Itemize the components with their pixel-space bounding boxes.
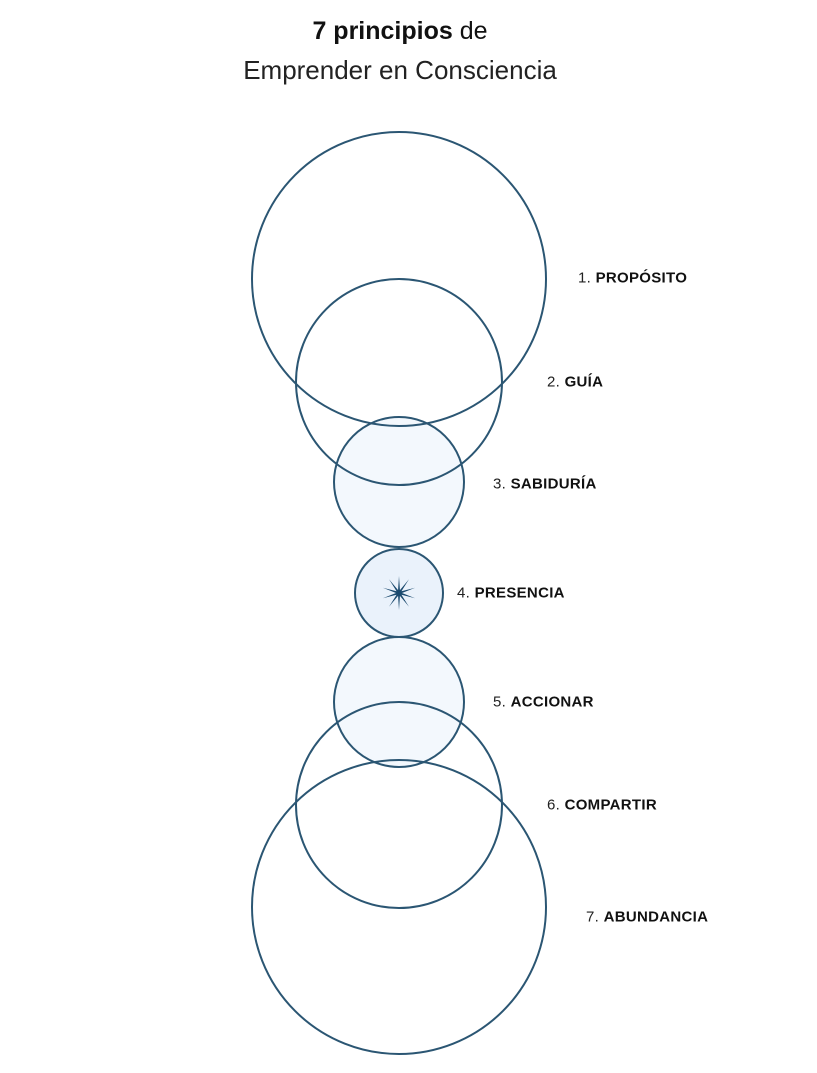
principle-circle-2 — [295, 278, 503, 486]
principle-label-3: 3. SABIDURÍA — [493, 476, 597, 493]
principle-number: 4. — [457, 584, 475, 602]
principle-number: 5. — [493, 693, 511, 711]
principle-number: 2. — [547, 373, 565, 391]
principle-label-5: 5. ACCIONAR — [493, 694, 594, 711]
principle-name: GUÍA — [564, 373, 604, 391]
principle-label-2: 2. GUÍA — [547, 374, 603, 391]
principle-number: 3. — [493, 475, 511, 493]
principle-label-4: 4. PRESENCIA — [457, 585, 565, 602]
principle-label-1: 1. PROPÓSITO — [578, 270, 687, 287]
title-regular: de — [459, 17, 488, 45]
principle-number: 7. — [586, 908, 604, 926]
principle-name: SABIDURÍA — [510, 475, 597, 493]
diagram-title-line2: Emprender en Consciencia — [243, 55, 557, 85]
principle-number: 1. — [578, 269, 596, 287]
principle-circle-1 — [251, 131, 547, 427]
principle-circle-6 — [295, 701, 503, 909]
principle-name: PRESENCIA — [474, 584, 565, 602]
principle-name: COMPARTIR — [564, 796, 657, 814]
principle-number: 6. — [547, 796, 565, 814]
principle-label-7: 7. ABUNDANCIA — [586, 909, 708, 926]
principle-name: ABUNDANCIA — [603, 908, 709, 926]
star-icon — [382, 576, 416, 610]
principle-name: PROPÓSITO — [595, 269, 688, 287]
principle-circle-3 — [333, 416, 465, 548]
title-bold: 7 principios — [312, 17, 453, 45]
principle-name: ACCIONAR — [510, 693, 594, 711]
principle-label-6: 6. COMPARTIR — [547, 797, 657, 814]
diagram-title-line1: 7 principios de — [0, 14, 800, 48]
principle-circle-7 — [251, 759, 547, 1055]
